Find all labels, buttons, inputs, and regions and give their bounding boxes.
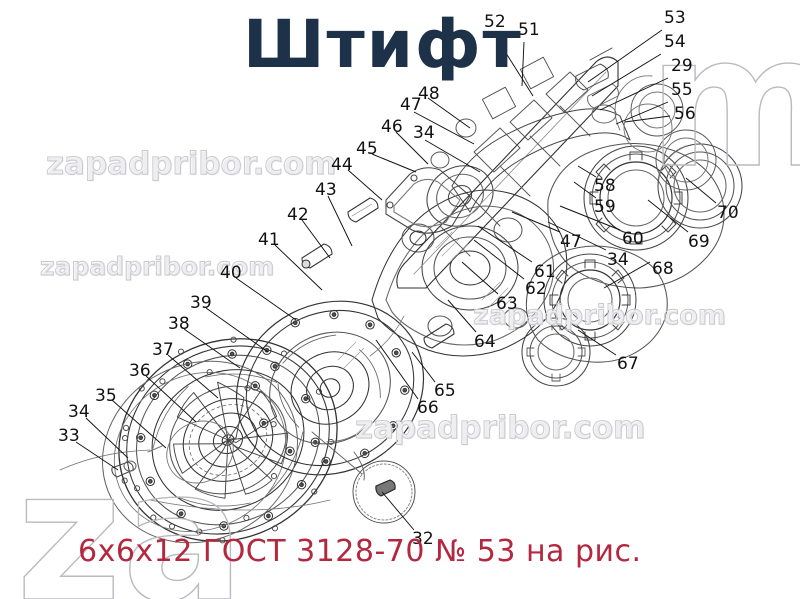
watermark-text: zapadpribor.com (39, 252, 275, 282)
leader-line-34 (85, 417, 129, 459)
leader-line-46 (395, 131, 429, 165)
page-title: Штифт (243, 6, 523, 83)
callout-number-56: 56 (674, 104, 696, 124)
callout-number-29: 29 (671, 56, 693, 76)
callout-number-32: 32 (412, 529, 434, 549)
leader-line-44 (347, 169, 383, 201)
leader-line-41 (274, 244, 323, 291)
leader-line-47 (511, 211, 561, 233)
callout-number-43: 43 (315, 180, 337, 200)
leader-line-48 (427, 97, 471, 129)
callout-number-36: 36 (129, 361, 151, 381)
watermark-text: zapadpribor.com (473, 300, 727, 332)
callout-number-39: 39 (190, 293, 212, 313)
callout-number-48: 48 (418, 84, 440, 104)
callout-number-63: 63 (496, 294, 518, 314)
callout-number-47: 47 (400, 95, 422, 115)
watermark-text: zapadpribor.com (354, 410, 646, 447)
leader-line-63 (461, 261, 499, 295)
leader-line-36 (145, 375, 197, 423)
callout-number-69: 69 (688, 232, 710, 252)
leader-line-40 (235, 277, 297, 321)
leader-line-43 (327, 195, 353, 247)
leader-line-29 (599, 77, 669, 111)
callout-number-54: 54 (664, 32, 686, 52)
leader-line-59 (573, 181, 597, 199)
leader-line-45 (371, 153, 417, 173)
leader-line-35 (111, 399, 167, 449)
leader-line-67 (577, 329, 617, 356)
watermark-glyph: za (15, 429, 245, 599)
leader-line-61 (477, 225, 533, 263)
callout-number-65: 65 (434, 381, 456, 401)
callout-number-55: 55 (671, 80, 693, 100)
callout-number-70: 70 (717, 203, 739, 223)
callout-number-34: 34 (68, 402, 90, 422)
callout-number-46: 46 (381, 117, 403, 137)
leader-line-62 (473, 239, 525, 280)
leader-line-33 (75, 441, 119, 471)
leader-line-56 (624, 115, 671, 123)
watermark-text: zapadpribor.com (45, 146, 337, 183)
callout-number-37: 37 (152, 340, 174, 360)
callout-number-34: 34 (413, 123, 435, 143)
callout-number-45: 45 (356, 139, 378, 159)
leader-line-68 (603, 261, 651, 289)
callout-number-33: 33 (58, 426, 80, 446)
callout-number-40: 40 (220, 263, 242, 283)
leader-line-37 (167, 354, 219, 399)
callout-number-61: 61 (534, 262, 556, 282)
leader-line-54 (591, 53, 662, 97)
leader-line-52 (493, 33, 534, 97)
callout-number-64: 64 (474, 332, 496, 352)
callout-number-47: 47 (560, 232, 582, 252)
leader-line-42 (301, 219, 331, 259)
callout-number-52: 52 (484, 12, 506, 32)
leader-line-47 (413, 111, 475, 145)
leader-line-65 (411, 351, 436, 383)
leader-line-51 (521, 41, 525, 87)
leader-line-58 (577, 165, 597, 178)
callout-number-59: 59 (594, 197, 616, 217)
callout-number-34: 34 (607, 250, 629, 270)
leader-line-34 (424, 139, 481, 173)
callout-number-44: 44 (331, 155, 353, 175)
leader-line-55 (615, 101, 669, 125)
leader-line-39 (205, 307, 269, 353)
callout-number-62: 62 (525, 279, 547, 299)
part-caption: 6x6x12 ГОСТ 3128-70 № 53 на рис. (78, 534, 642, 569)
callout-number-66: 66 (417, 398, 439, 418)
leader-line-70 (685, 177, 717, 204)
leader-line-53 (587, 29, 663, 83)
leader-line-64 (447, 299, 477, 333)
leader-line-34 (547, 221, 607, 251)
callout-number-60: 60 (622, 229, 644, 249)
leader-line-32 (381, 491, 415, 531)
leader-line-60 (559, 205, 621, 231)
callout-number-38: 38 (168, 314, 190, 334)
callout-number-42: 42 (287, 205, 309, 225)
callout-number-51: 51 (518, 20, 540, 40)
callout-number-41: 41 (258, 230, 280, 250)
callout-number-68: 68 (652, 259, 674, 279)
callout-number-58: 58 (594, 176, 616, 196)
watermark-glyph: m (647, 0, 800, 209)
leader-line-69 (647, 199, 689, 233)
leader-line-38 (183, 328, 241, 369)
callout-number-67: 67 (617, 354, 639, 374)
callout-number-53: 53 (664, 8, 686, 28)
leader-line-66 (375, 339, 419, 400)
callout-number-35: 35 (95, 386, 117, 406)
